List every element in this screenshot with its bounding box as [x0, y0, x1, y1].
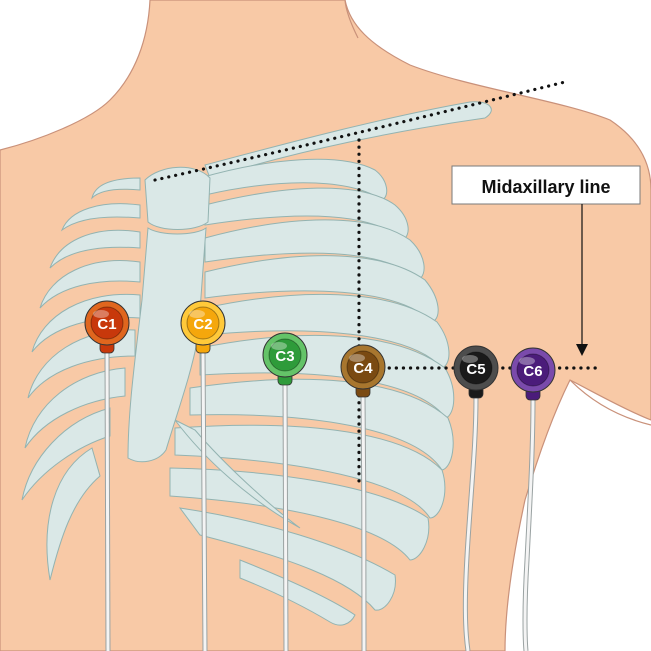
- electrode-label: C6: [523, 363, 542, 380]
- neck-shadow-line: [344, 0, 359, 39]
- electrode-highlight: [271, 342, 287, 350]
- electrode-c5: C5: [453, 345, 499, 399]
- callout-arrowhead-icon: [576, 344, 588, 356]
- electrode-c1: C1: [84, 300, 130, 354]
- electrode-c6: C6: [510, 347, 556, 401]
- electrode-disc: [346, 350, 380, 384]
- electrode-label: C5: [466, 361, 485, 378]
- costal-cartilage: [174, 419, 301, 529]
- electrode-label: C3: [275, 348, 294, 365]
- electrode-disc: [268, 338, 302, 372]
- midaxillary-callout: Midaxillary line: [451, 165, 641, 356]
- electrode-label: C1: [97, 316, 116, 333]
- electrode-highlight: [349, 354, 365, 362]
- clavicle-reference-line: [153, 80, 567, 182]
- electrode-label: C4: [353, 360, 373, 377]
- callout-label: Midaxillary line: [481, 177, 610, 197]
- electrode-highlight: [519, 357, 535, 365]
- electrode-highlight: [189, 310, 205, 318]
- callout-box: [451, 165, 641, 205]
- electrode-c3: C3: [262, 332, 308, 386]
- electrode-disc: [516, 353, 550, 387]
- electrode-disc: [186, 306, 220, 340]
- sternum: [127, 166, 211, 463]
- shoulder-shadow-line: [569, 379, 651, 426]
- electrode-disc: [459, 351, 493, 385]
- electrode-highlight: [462, 355, 478, 363]
- clavicle: [204, 101, 492, 179]
- electrode-label: C2: [193, 316, 212, 333]
- electrode-disc: [90, 306, 124, 340]
- electrode-highlight: [93, 310, 109, 318]
- electrode-c2: C2: [180, 300, 226, 354]
- electrode-c4: C4: [340, 344, 386, 398]
- electrode-cables: [104, 351, 536, 651]
